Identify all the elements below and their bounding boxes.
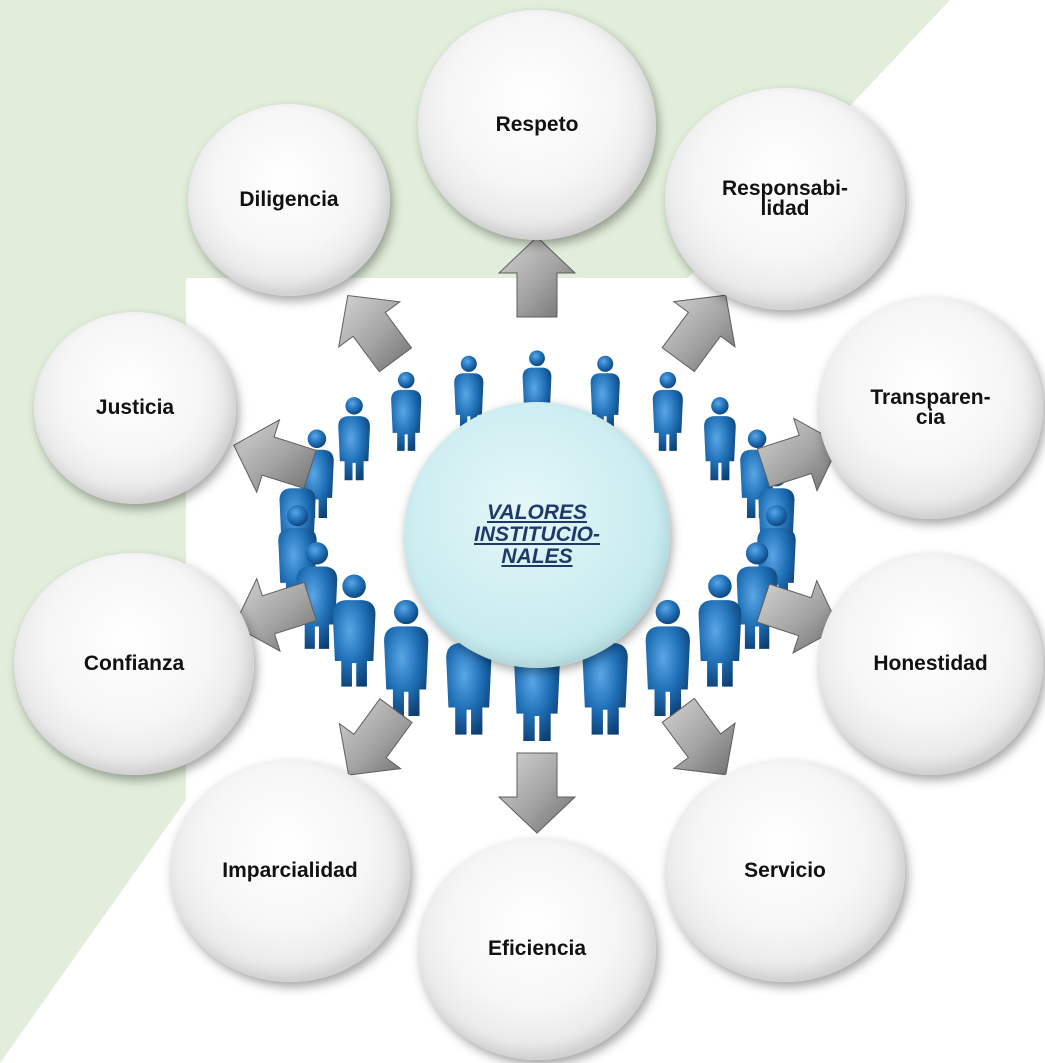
value-circle-eficiencia: Eficiencia [418, 838, 656, 1060]
center-hub: VALORES INSTITUCIO- NALES [404, 402, 670, 668]
value-label-justicia: Justicia [95, 396, 175, 420]
person-figure [332, 574, 376, 687]
value-circle-imparcialidad: Imparcialidad [170, 760, 410, 982]
value-label-honestidad: Honestidad [873, 652, 988, 676]
value-circle-confianza: Confianza [14, 553, 254, 775]
center-title: VALORES INSTITUCIO- NALES [474, 500, 600, 569]
person-figure [296, 542, 338, 649]
arrow-outward [233, 577, 318, 653]
value-label-responsabilidad: Responsabi- lidad [721, 177, 849, 220]
value-circle-servicio: Servicio [665, 760, 905, 982]
person-figure [704, 397, 736, 481]
person-figure [391, 371, 422, 451]
arrow-outward [233, 418, 317, 494]
person-figure [652, 371, 683, 451]
value-circle-transparencia: Transparen- cia [818, 297, 1043, 519]
value-label-servicio: Servicio [744, 859, 826, 883]
value-label-transparencia: Transparen- cia [870, 386, 991, 429]
arrow-outward [497, 236, 577, 318]
value-circle-responsabilidad: Responsabi- lidad [665, 88, 905, 310]
value-circle-respeto: Respeto [418, 10, 656, 240]
value-label-diligencia: Diligencia [239, 188, 339, 212]
person-figure [645, 599, 690, 717]
value-label-respeto: Respeto [495, 113, 579, 137]
value-circle-diligencia: Diligencia [188, 104, 390, 296]
value-circle-honestidad: Honestidad [818, 553, 1043, 775]
person-figure [736, 542, 778, 649]
arrow-outward [337, 294, 413, 373]
person-figure [384, 599, 429, 717]
person-figure [338, 397, 370, 481]
person-figure [698, 574, 742, 687]
arrow-outward [661, 697, 736, 776]
arrow-outward [661, 294, 736, 373]
arrows-ring [233, 236, 841, 834]
value-circle-justicia: Justicia [34, 312, 236, 504]
value-label-confianza: Confianza [83, 652, 185, 676]
value-label-eficiencia: Eficiencia [487, 937, 587, 961]
arrow-outward [756, 417, 841, 492]
arrow-outward [338, 698, 413, 776]
arrow-outward [756, 579, 840, 654]
arrow-outward [497, 752, 577, 834]
value-label-imparcialidad: Imparcialidad [222, 859, 358, 883]
